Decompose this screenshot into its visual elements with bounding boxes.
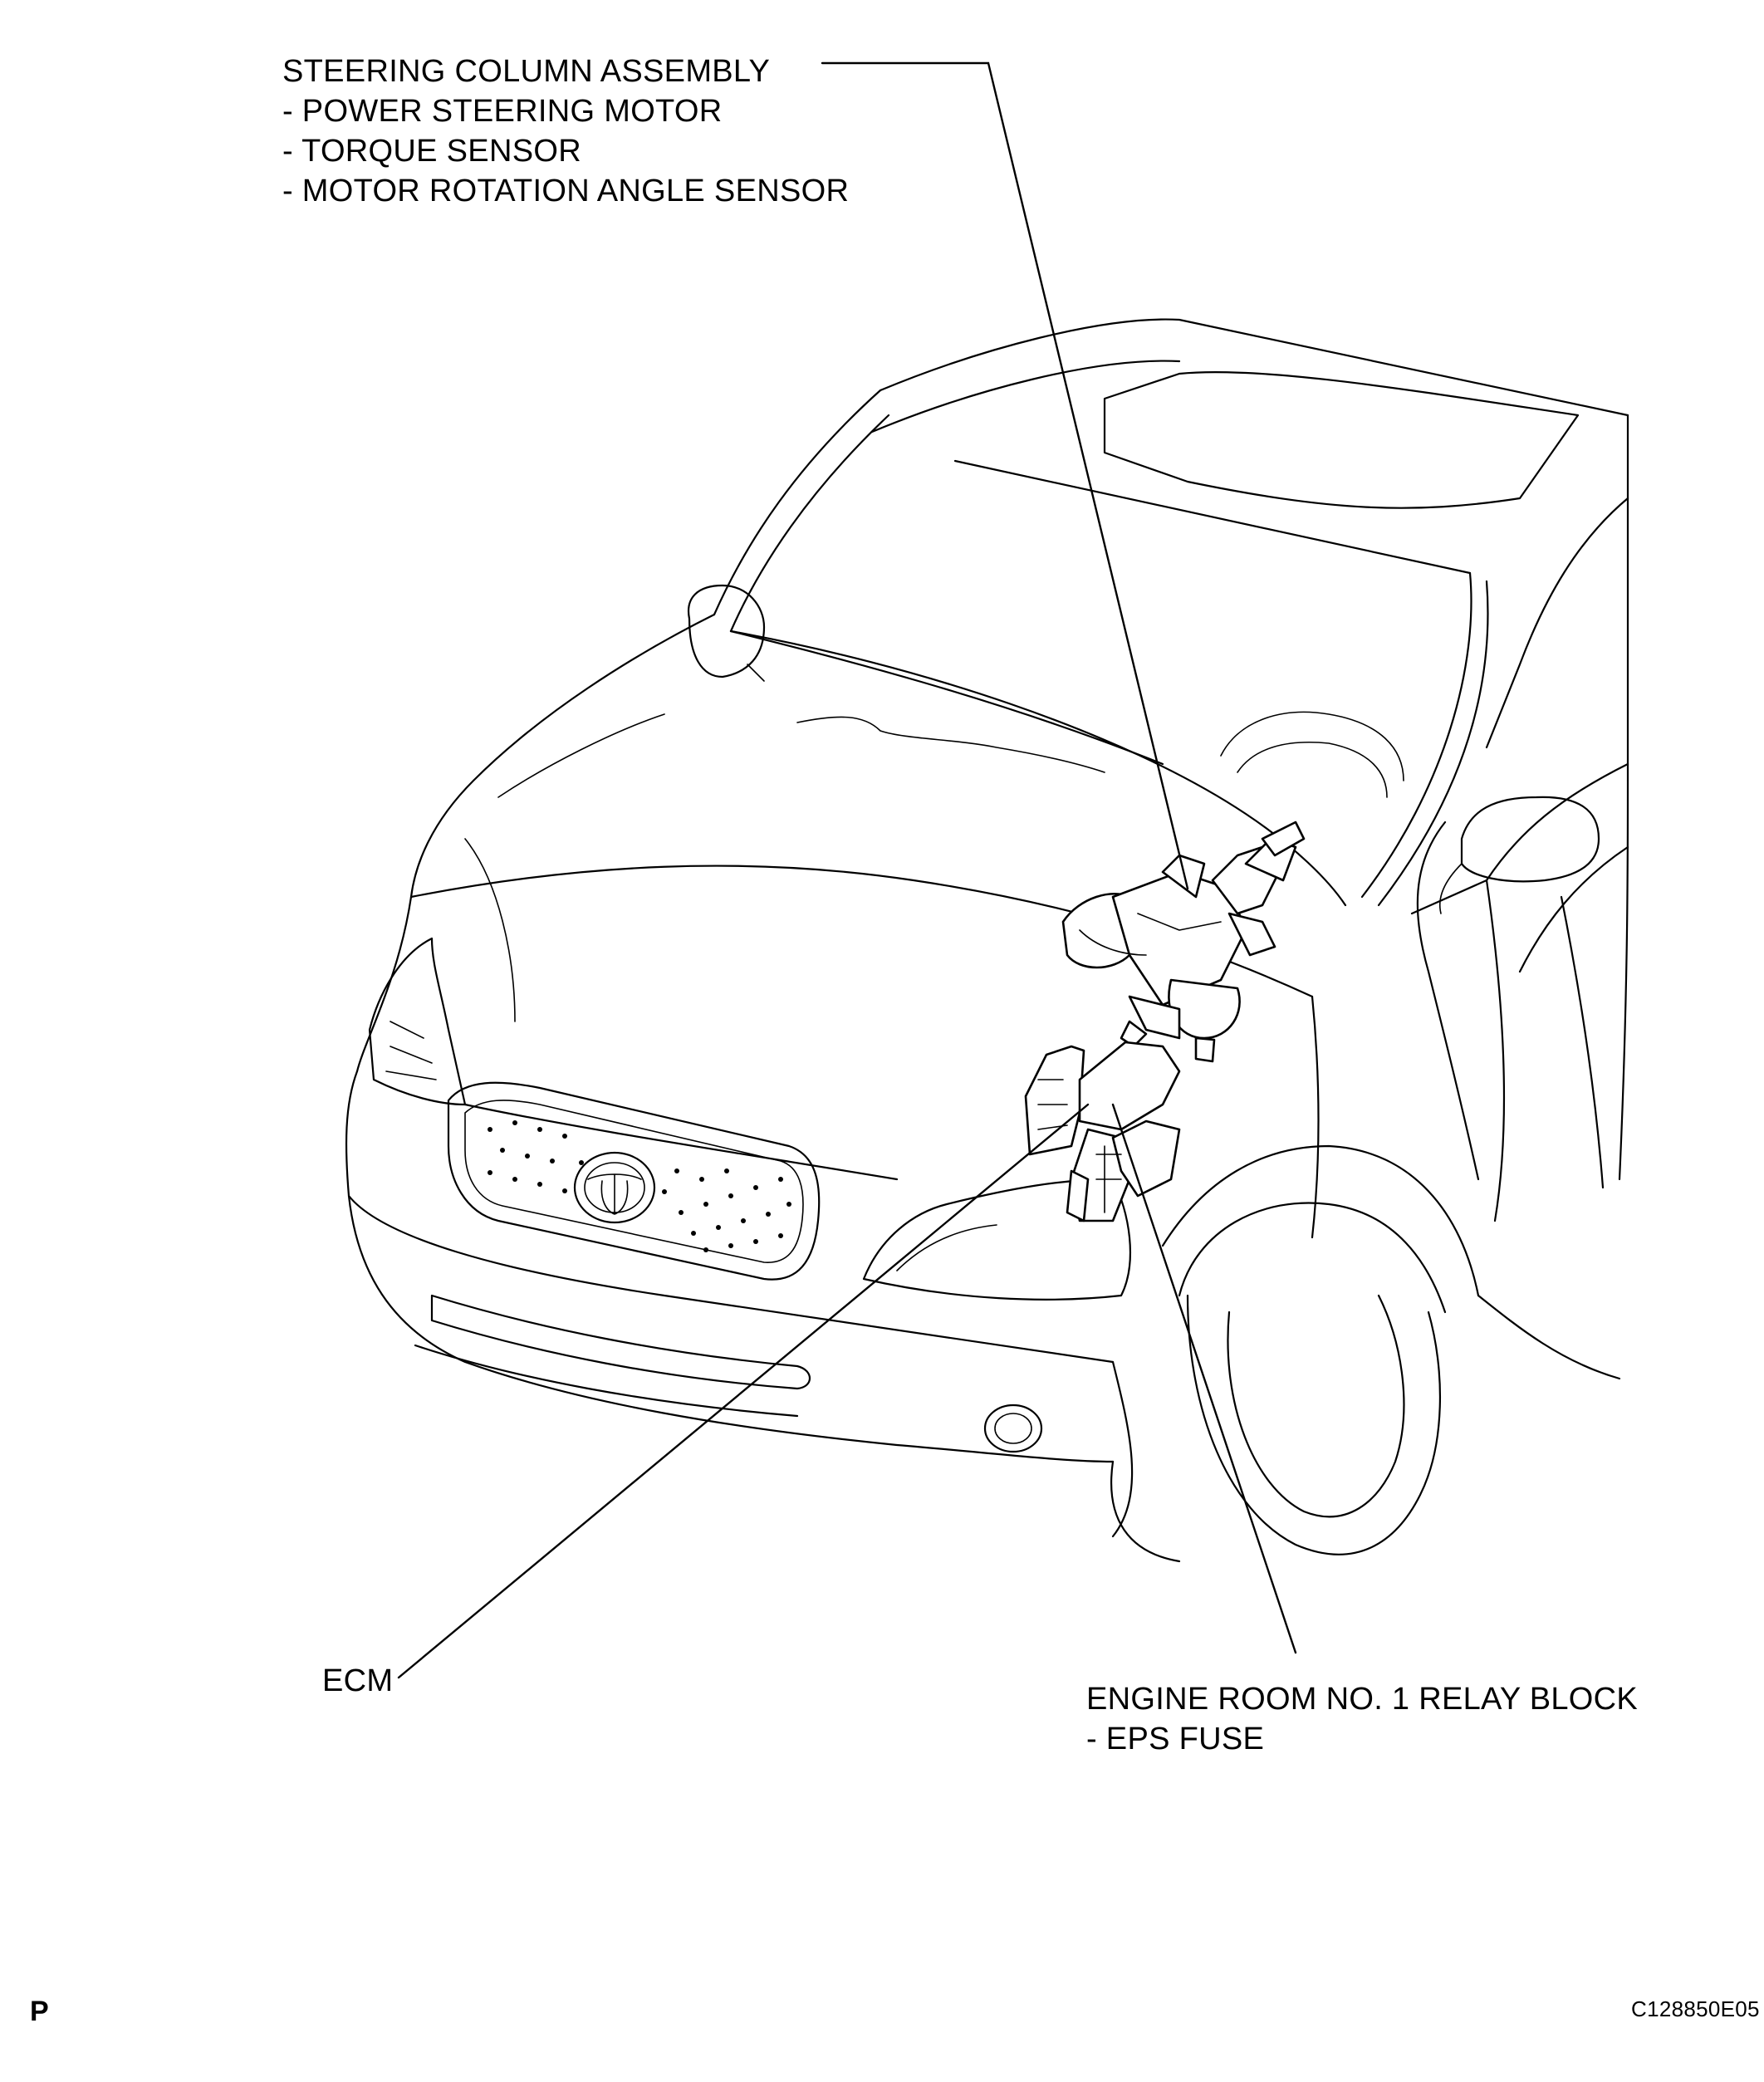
ecm-leader-line (397, 1103, 1090, 1679)
relay-leader-line (1111, 1103, 1297, 1654)
steering-column-callout: STEERING COLUMN ASSEMBLY - POWER STEERIN… (282, 51, 849, 211)
steering-column-item-torque-sensor: - TORQUE SENSOR (282, 134, 581, 169)
steering-column-assembly-illustration (1061, 821, 1306, 1063)
relay-block-title: ENGINE ROOM NO. 1 RELAY BLOCK (1086, 1682, 1639, 1717)
steering-column-item-power-steering-motor: - POWER STEERING MOTOR (282, 94, 723, 129)
figure-code: C128850E05 (1631, 1996, 1760, 2021)
steering-column-title: STEERING COLUMN ASSEMBLY (282, 54, 771, 89)
grille-mesh (488, 1120, 791, 1252)
relay-block-item-eps-fuse: - EPS FUSE (1086, 1722, 1265, 1756)
ecm-callout: ECM (322, 1661, 393, 1701)
relay-block-callout: ENGINE ROOM NO. 1 RELAY BLOCK - EPS FUSE (1086, 1679, 1638, 1759)
ecm-relay-block-illustration (1024, 1041, 1181, 1222)
steering-column-item-motor-rotation-angle-sensor: - MOTOR ROTATION ANGLE SENSOR (282, 174, 850, 208)
ecm-title: ECM (322, 1663, 394, 1698)
steering-leader-line (821, 61, 1189, 890)
vehicle-outline (345, 318, 1629, 1563)
page-marker: P (30, 1996, 49, 2027)
